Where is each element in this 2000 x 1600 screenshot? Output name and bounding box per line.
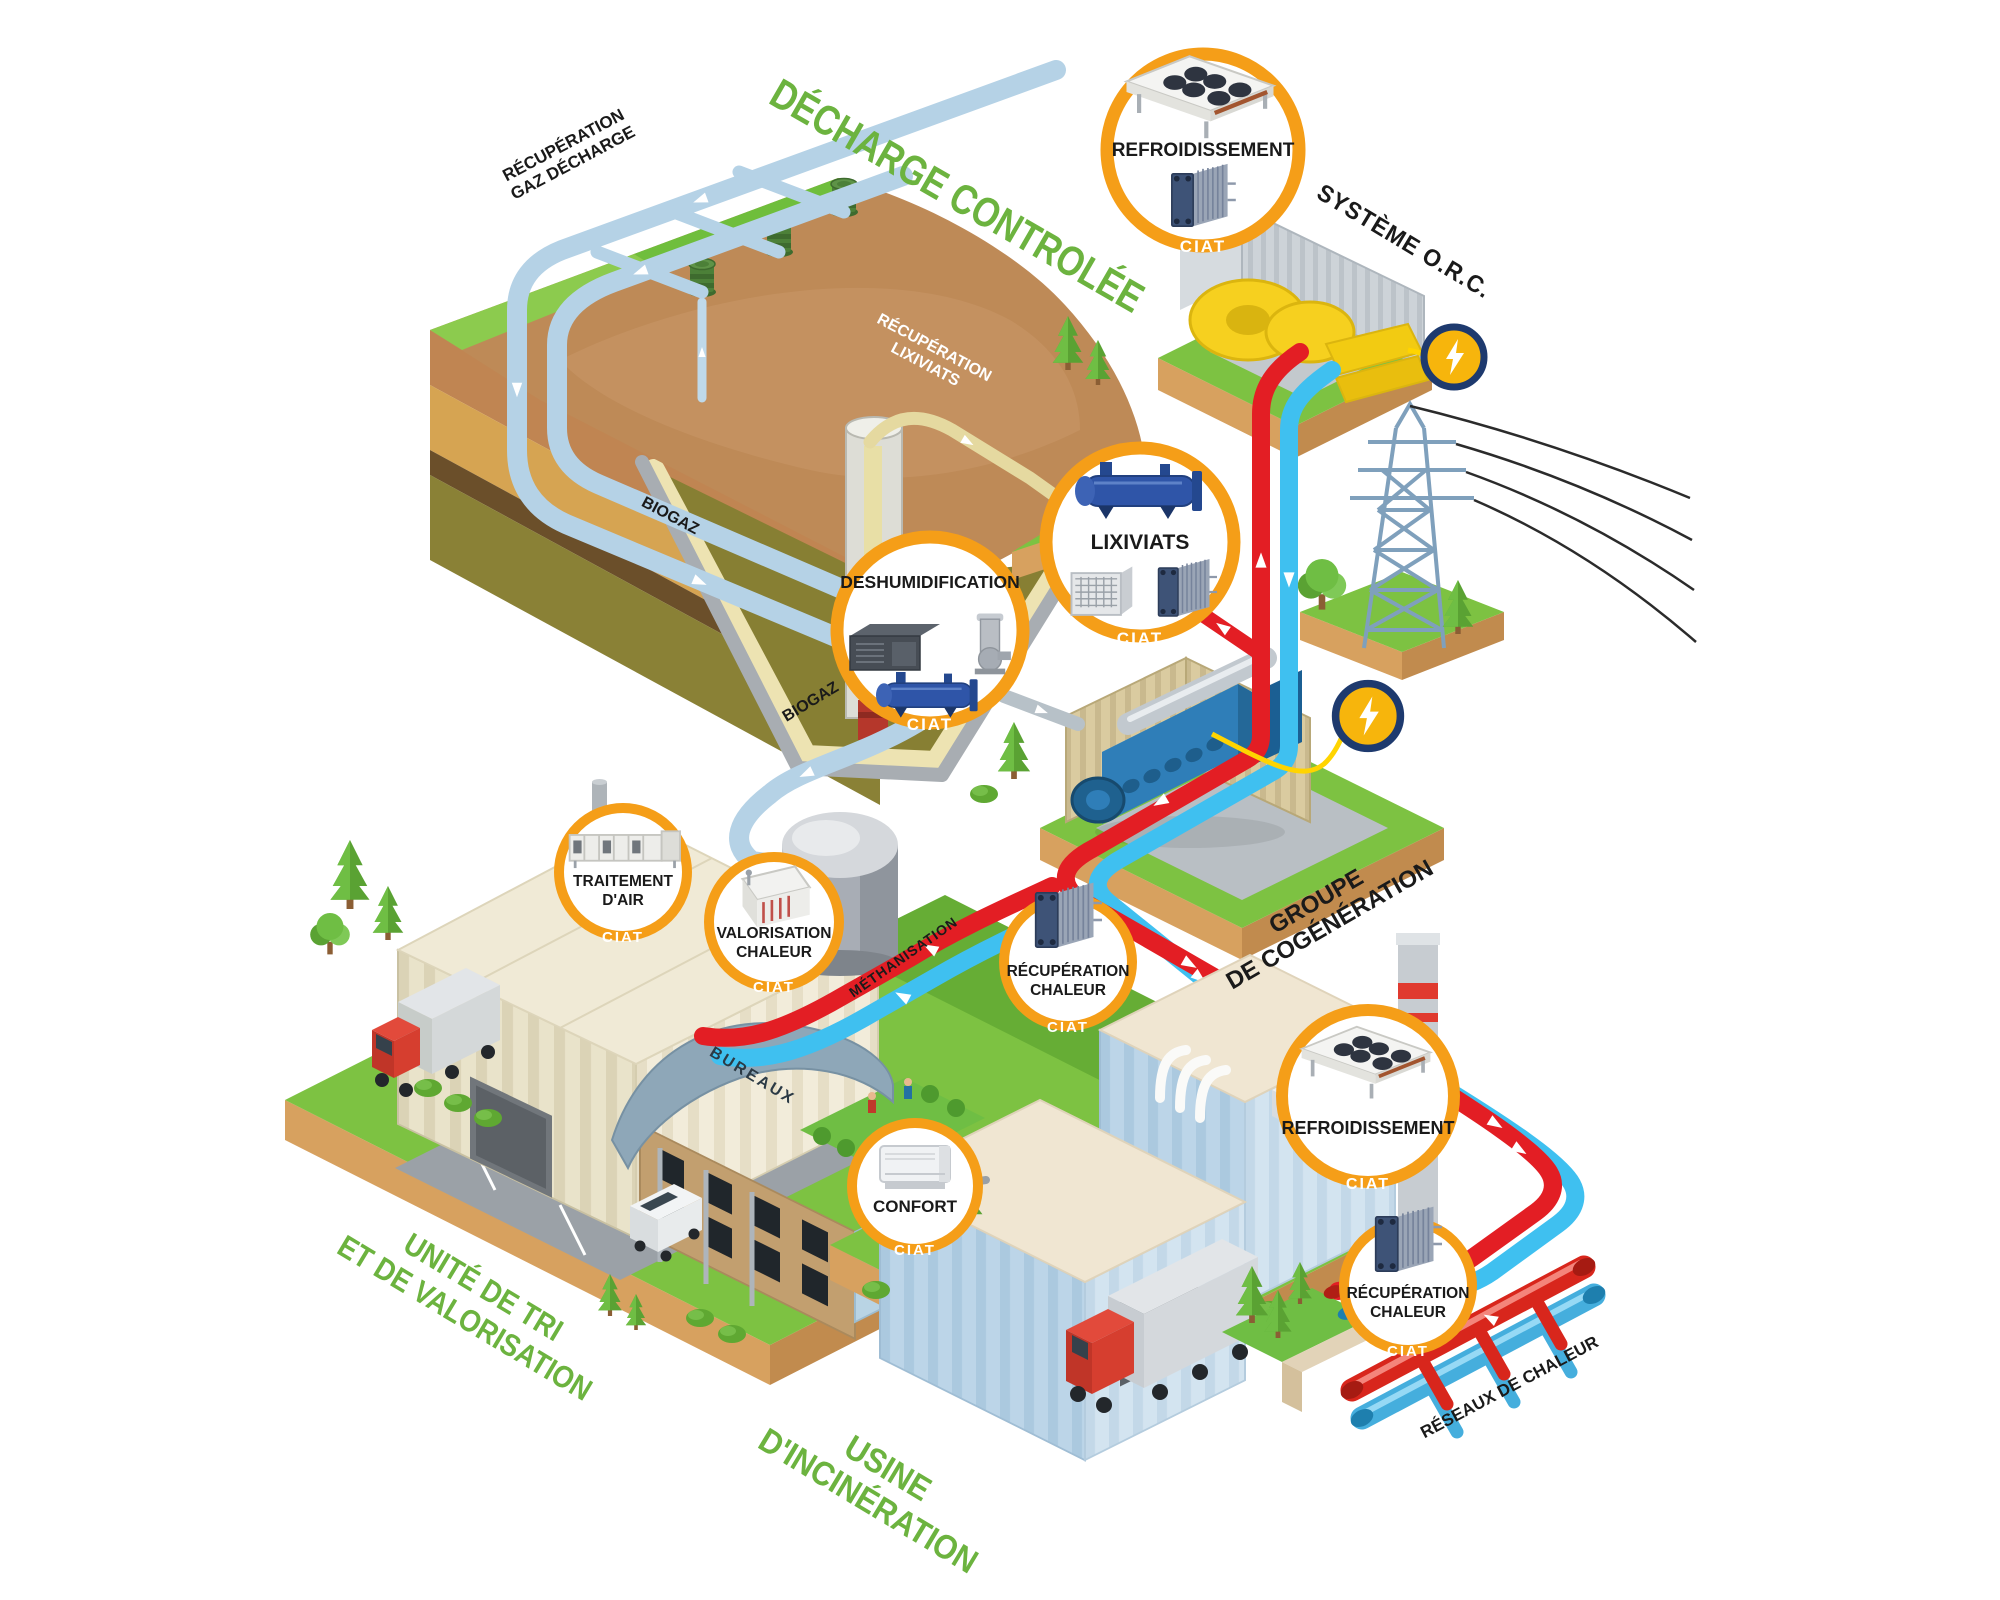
- badge-label: DESHUMIDIFICATION: [840, 572, 1020, 592]
- biogas-pipe-silo: [729, 712, 928, 878]
- badge-label: CHALEUR: [1370, 1304, 1446, 1321]
- badge-label: RÉCUPÉRATION: [1347, 1285, 1470, 1302]
- brand-ciat: CIAT: [894, 1242, 936, 1259]
- badge-label: REFROIDISSEMENT: [1112, 140, 1295, 161]
- fan-coil-icon: [879, 1145, 951, 1190]
- badge-label: LIXIVIATS: [1091, 531, 1190, 554]
- badge-label: REFROIDISSEMENT: [1281, 1118, 1454, 1138]
- electricity-icon: [1424, 327, 1484, 387]
- biogas-pipe-network: [507, 60, 1066, 658]
- brand-ciat: CIAT: [907, 715, 953, 734]
- leachate-pipe: [863, 411, 1135, 555]
- badge-label: TRAITEMENT: [573, 873, 673, 890]
- badge-rings: [554, 47, 1477, 1355]
- brand-ciat: CIAT: [1047, 1019, 1089, 1036]
- van: [630, 1184, 702, 1262]
- label-recuperation-gaz-decharge: RÉCUPÉRATION GAZ DÉCHARGE: [499, 105, 638, 203]
- badge-label: D'AIR: [602, 892, 644, 909]
- electricity-icon: [1336, 684, 1401, 749]
- badge-label: RÉCUPÉRATION: [1007, 963, 1130, 980]
- badge-label: CONFORT: [873, 1197, 958, 1216]
- badge-traitement-air: [554, 803, 692, 941]
- electric-pylon: [1297, 400, 1697, 680]
- hot-pipe: [1057, 343, 1309, 1031]
- badge-label: CHALEUR: [1030, 982, 1106, 999]
- badge-label: VALORISATION: [717, 925, 832, 942]
- truck: [1066, 1239, 1258, 1413]
- brand-ciat: CIAT: [753, 979, 795, 996]
- orc-turbine: [1188, 278, 1430, 404]
- electric-wire: [1210, 731, 1347, 774]
- cold-pipe: [1088, 361, 1341, 1053]
- brand-ciat: CIAT: [1117, 629, 1163, 648]
- coil-unit-icon: [1070, 565, 1134, 616]
- district-heating-network: [1222, 1057, 1606, 1439]
- title-usine-incineration: USINE D'INCINÉRATION: [752, 1420, 985, 1581]
- hot-pipe-bureaux: [694, 877, 1061, 1047]
- badge-label: CHALEUR: [736, 944, 812, 961]
- brand-ciat: CIAT: [602, 929, 644, 946]
- brand-ciat: CIAT: [1346, 1176, 1390, 1193]
- brand-ciat: CIAT: [1387, 1343, 1429, 1360]
- brand-ciat: CIAT: [1180, 237, 1226, 256]
- truck: [372, 968, 500, 1097]
